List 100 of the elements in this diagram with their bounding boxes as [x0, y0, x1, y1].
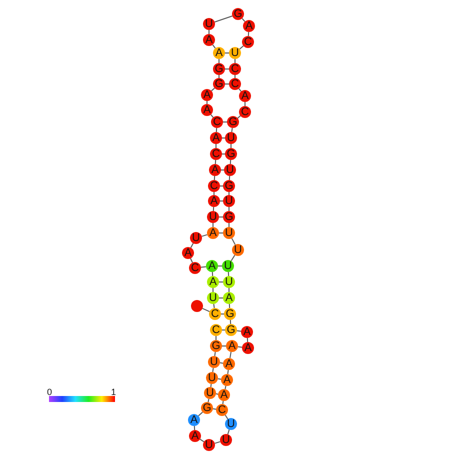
nucleotide-circle: A [189, 430, 201, 442]
nucleotide-circle: G [225, 324, 237, 336]
nucleotide-circle: A [208, 195, 220, 207]
connector-line [212, 206, 214, 212]
nucleotide-circle: A [223, 358, 235, 370]
connector-line [200, 438, 204, 442]
connector-line [206, 100, 208, 104]
nucleotide-circle: C [242, 36, 254, 48]
connector-line [230, 144, 232, 148]
connector-line [224, 52, 230, 54]
connector-line [224, 414, 228, 420]
nucleotide-circle: G [210, 340, 222, 352]
connector-line [238, 88, 242, 92]
nucleotide-circle [191, 300, 203, 312]
nucleotide-circle: G [223, 180, 235, 192]
connector-line [219, 362, 224, 364]
connector-line [208, 398, 210, 403]
connector-line [214, 16, 233, 22]
nucleotide-circle: U [229, 47, 241, 59]
connector-line [228, 272, 230, 276]
nucleotide-circle: G [223, 211, 235, 223]
nucleotide-circle: C [211, 116, 223, 128]
nucleotide-circle: A [241, 326, 253, 338]
nucleotide-circle: A [242, 342, 254, 354]
connector-line [236, 330, 242, 332]
nucleotide-circle: C [216, 404, 228, 416]
connector-line [208, 30, 210, 34]
nucleotide-circle: C [229, 63, 241, 75]
connector-line [210, 114, 214, 118]
scale-label: 1 [111, 387, 116, 397]
connector-line [248, 32, 250, 36]
connector-line [230, 160, 232, 164]
connector-line [228, 304, 230, 308]
nucleotide-circle: U [224, 164, 236, 176]
connector-line [230, 351, 232, 359]
nucleotide-circle: U [206, 372, 218, 384]
connector-line [217, 378, 222, 380]
connector-line [210, 383, 212, 388]
nucleotide-circle: G [224, 308, 236, 320]
connector-line [198, 412, 204, 416]
nucleotide-circle: U [232, 244, 244, 256]
connector-line [227, 370, 229, 374]
nucleotide-circle: C [239, 106, 251, 118]
connector-line [228, 288, 230, 292]
connector-line [224, 385, 226, 390]
nucleotide-circle: A [223, 292, 235, 304]
connector-line [231, 238, 236, 246]
nucleotide-circle: A [221, 374, 233, 386]
nucleotide-circle: A [201, 89, 213, 101]
connector-line [218, 74, 220, 78]
nucleotide-circle: U [223, 227, 235, 239]
connector-line [214, 176, 216, 180]
connector-line [212, 288, 214, 292]
nucleotide-circle: U [223, 276, 235, 288]
connector-line [218, 232, 224, 234]
connector-line [228, 222, 230, 228]
nucleotide-circle: C [209, 308, 221, 320]
connector-line [244, 102, 246, 106]
connector-line [220, 200, 224, 202]
nucleotide-circle: U [203, 18, 215, 30]
connector-line [234, 58, 236, 64]
connector-line [218, 216, 224, 218]
nucleotide-circle: G [232, 8, 244, 20]
connector-line [212, 272, 214, 276]
nucleotide-circle: U [220, 434, 232, 446]
connector-line [214, 352, 216, 356]
nucleotide-circle: A [226, 340, 238, 352]
connector-line [228, 176, 230, 180]
nucleotide-circle: A [210, 132, 222, 144]
connector-line [200, 266, 206, 268]
connector-line [238, 346, 242, 348]
nucleotide-circle: A [239, 90, 251, 102]
nucleotide-circle: G [213, 78, 225, 90]
nucleotide-circle: A [213, 47, 225, 59]
nucleotide-circle: U [203, 439, 215, 451]
nucleotide-circle: U [207, 211, 219, 223]
nucleotide-circle: A [203, 34, 215, 46]
nucleotide-circle: G [227, 116, 239, 128]
connector-line [234, 74, 236, 78]
connector-line [246, 338, 248, 342]
nucleotide-circle: U [208, 356, 220, 368]
nucleotide-circle: C [189, 262, 201, 274]
connector-line [212, 368, 214, 372]
connector-line [228, 206, 230, 212]
nucleotide-circle: U [190, 232, 202, 244]
connector-line [212, 408, 217, 410]
nucleotide-circle: U [207, 292, 219, 304]
nucleotide-circle: C [210, 324, 222, 336]
connector-line [202, 308, 210, 312]
nucleotide-circle: G [213, 63, 225, 75]
nucleotide-circle: A [207, 227, 219, 239]
connector-line [216, 128, 218, 132]
connector-line [213, 304, 215, 308]
connector-line [212, 44, 216, 49]
connector-line [194, 426, 196, 430]
connector-line [222, 400, 224, 405]
nucleotide-circle: A [201, 104, 213, 116]
nucleotide-circle: G [225, 148, 237, 160]
connector-line [218, 58, 220, 64]
nucleotide-circle: U [204, 387, 216, 399]
